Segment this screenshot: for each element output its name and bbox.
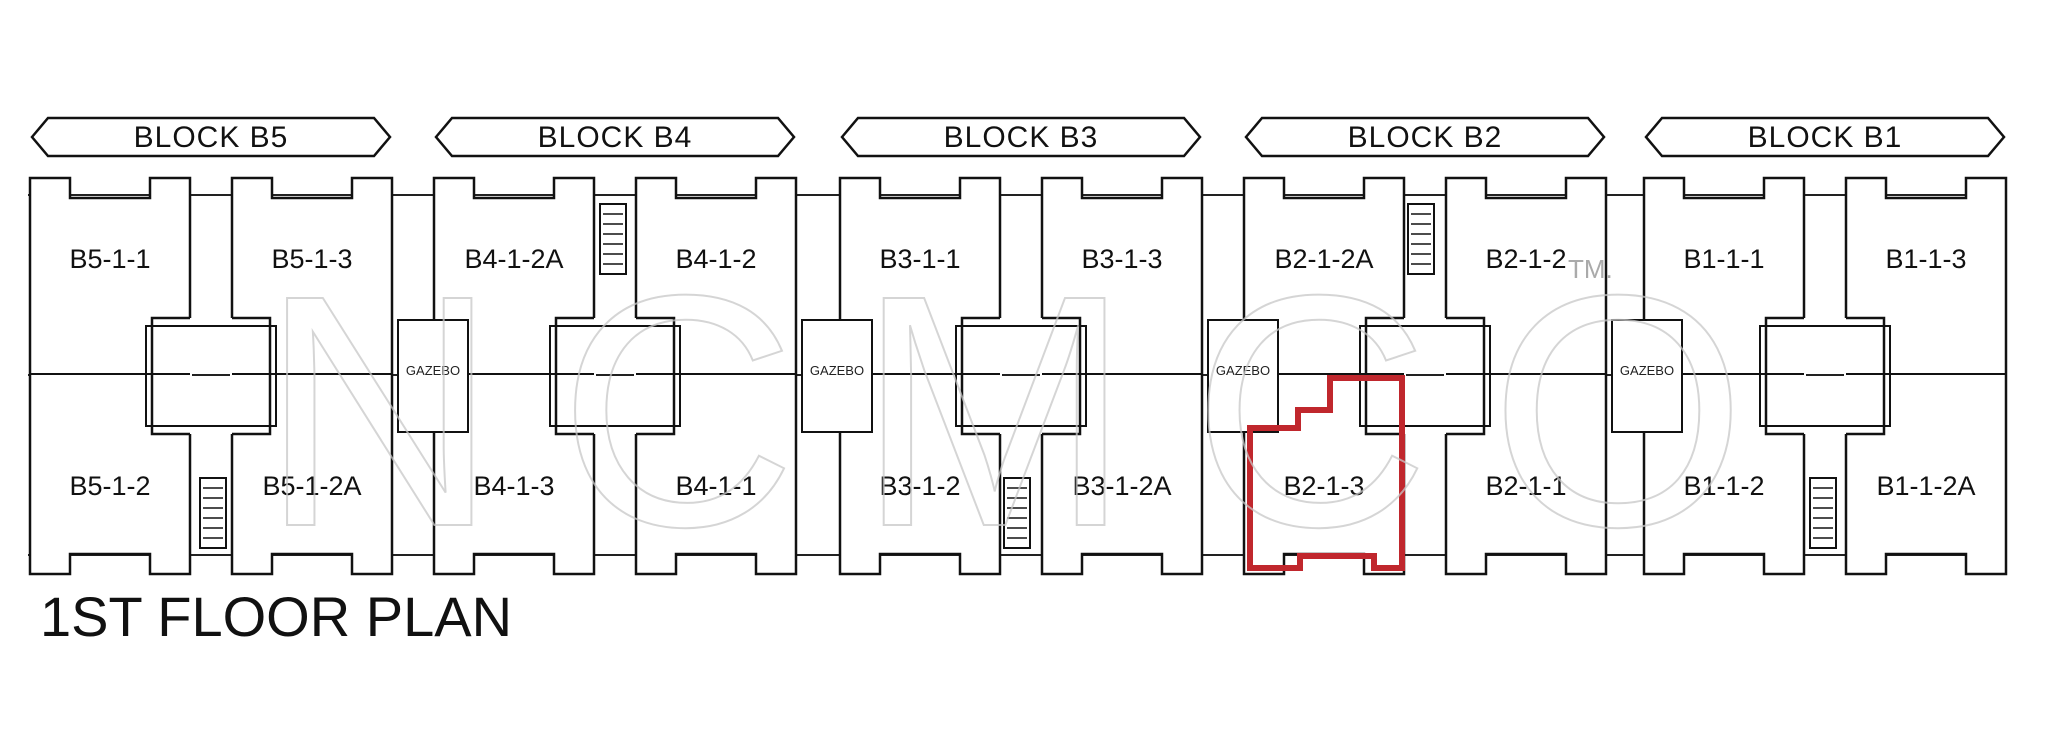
block-banner: BLOCK B1 xyxy=(1644,116,2006,158)
svg-text:GAZEBO: GAZEBO xyxy=(1216,363,1270,378)
gazebo: GAZEBO xyxy=(1207,319,1279,433)
watermark-tm: TM. xyxy=(1568,254,1613,284)
unit-label: B5-1-3 xyxy=(271,244,352,274)
courtyard xyxy=(1759,325,1891,427)
unit-label: B2-1-2 xyxy=(1485,244,1566,274)
unit-label: B5-1-1 xyxy=(69,244,150,274)
unit-label: B2-1-1 xyxy=(1485,471,1566,501)
page-title: 1ST FLOOR PLAN xyxy=(40,585,512,648)
unit-label: B3-1-3 xyxy=(1081,244,1162,274)
staircase-icon xyxy=(1809,477,1837,549)
gazebo: GAZEBO xyxy=(397,319,469,433)
staircase-icon xyxy=(599,203,627,275)
courtyard xyxy=(145,325,277,427)
block-name: BLOCK B4 xyxy=(538,121,693,154)
svg-text:GAZEBO: GAZEBO xyxy=(1620,363,1674,378)
unit-label: B2-1-2A xyxy=(1274,244,1373,274)
block-banner: BLOCK B4 xyxy=(434,116,796,158)
unit-label: B4-1-2A xyxy=(464,244,563,274)
staircase-icon xyxy=(199,477,227,549)
unit-label: B1-1-3 xyxy=(1885,244,1966,274)
block-banners: BLOCK B5 BLOCK B4 BLOCK B3 BLOCK B2 BLOCK B1 xyxy=(30,116,2006,158)
block-banner: BLOCK B2 xyxy=(1244,116,1606,158)
block-name: BLOCK B5 xyxy=(134,121,289,154)
svg-text:GAZEBO: GAZEBO xyxy=(810,363,864,378)
courtyard xyxy=(955,325,1087,427)
gazebo: GAZEBO xyxy=(801,319,873,433)
watermark: NCMCO xyxy=(260,226,1807,595)
svg-text:GAZEBO: GAZEBO xyxy=(406,363,460,378)
staircase-icon xyxy=(1407,203,1435,275)
unit-label: B4-1-1 xyxy=(675,471,756,501)
block-banner: BLOCK B5 xyxy=(30,116,392,158)
unit-label: B2-1-3 xyxy=(1283,471,1364,501)
courtyard xyxy=(549,325,681,427)
unit-label: B1-1-1 xyxy=(1683,244,1764,274)
block-name: BLOCK B1 xyxy=(1748,121,1903,154)
gazebos: GAZEBO GAZEBO GAZEBO GAZEBO xyxy=(397,319,1683,433)
gazebo: GAZEBO xyxy=(1611,319,1683,433)
block-name: BLOCK B2 xyxy=(1348,121,1503,154)
block-name: BLOCK B3 xyxy=(944,121,1099,154)
unit-label: B4-1-3 xyxy=(473,471,554,501)
staircase-icon xyxy=(1003,477,1031,549)
unit-label: B1-1-2 xyxy=(1683,471,1764,501)
unit-grid: B5-1-1B5-1-2 B5-1-3B5-1-2A B4-1-2A B4-1-3 B4… xyxy=(28,176,2008,576)
unit-label: B3-1-2A xyxy=(1072,471,1171,501)
unit-label: B5-1-2 xyxy=(69,471,150,501)
unit-label: B3-1-2 xyxy=(879,471,960,501)
unit-label: B4-1-2 xyxy=(675,244,756,274)
unit-label: B5-1-2A xyxy=(262,471,361,501)
unit-label: B3-1-1 xyxy=(879,244,960,274)
unit-label: B1-1-2A xyxy=(1876,471,1975,501)
highlighted-unit-outline xyxy=(1247,375,1405,571)
staircases xyxy=(199,203,1837,549)
block-banner: BLOCK B3 xyxy=(840,116,1202,158)
